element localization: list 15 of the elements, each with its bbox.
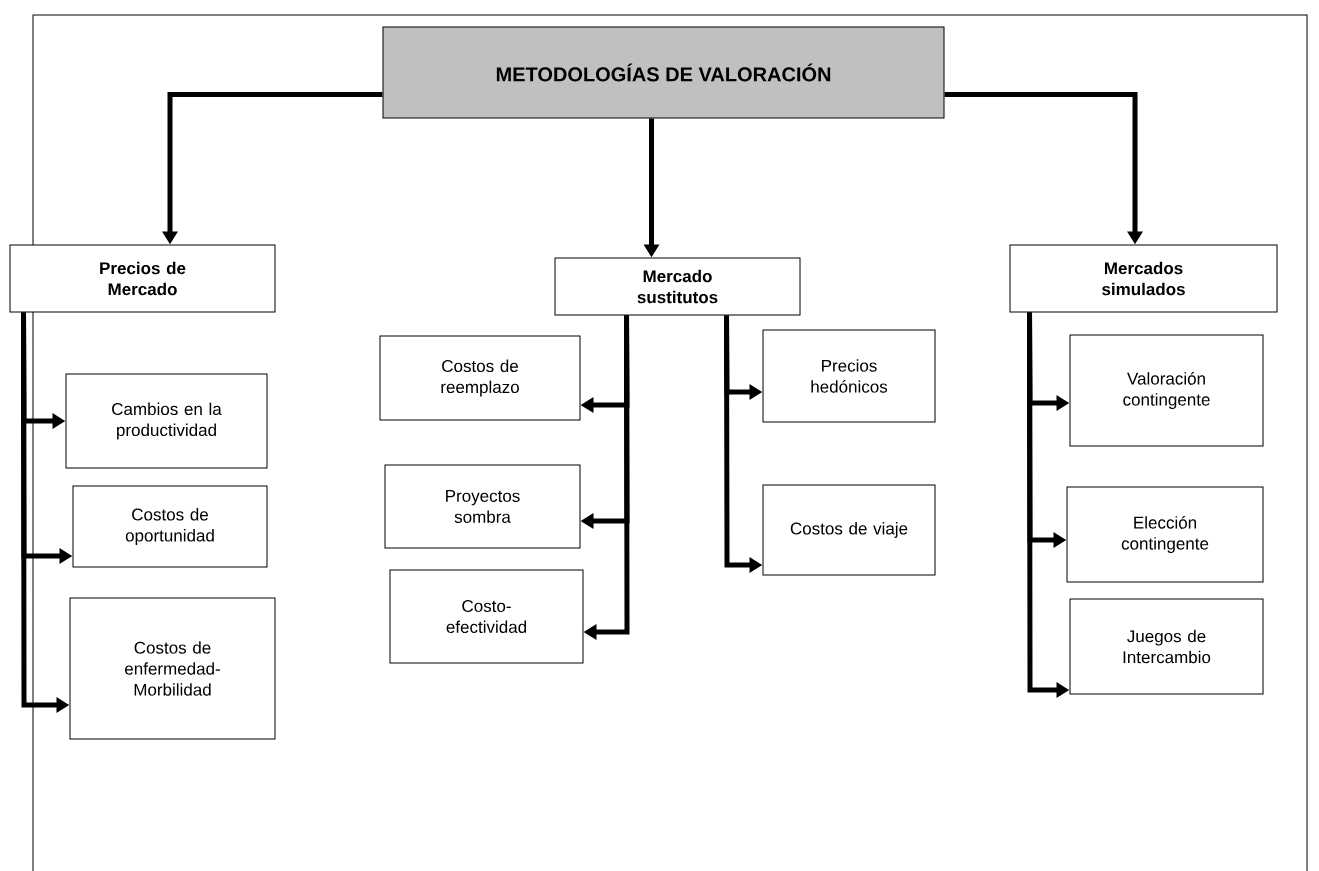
method-box: Precios hedónicos (762, 329, 936, 423)
method-box: Costos de reemplazo (379, 335, 581, 421)
method-box: Cambios en la productividad (65, 373, 268, 469)
title-box: METODOLOGÍAS DE VALORACIÓN (382, 26, 945, 119)
method-box: Costos de oportunidad (72, 485, 268, 568)
method-box: Juegos de Intercambio (1069, 598, 1264, 695)
method-box: Proyectos sombra (384, 464, 581, 549)
method-box: Costos de enfermedad-Morbilidad (69, 597, 276, 740)
method-box: Costos de viaje (762, 484, 936, 576)
method-box: Elección contingente (1066, 486, 1264, 583)
method-box: Valoración contingente (1069, 334, 1264, 447)
category-box: Mercados simulados (1009, 244, 1278, 313)
method-box: Costo-efectividad (389, 569, 584, 664)
category-box: Precios de Mercado (9, 244, 276, 313)
category-box: Mercado sustitutos (554, 257, 801, 316)
